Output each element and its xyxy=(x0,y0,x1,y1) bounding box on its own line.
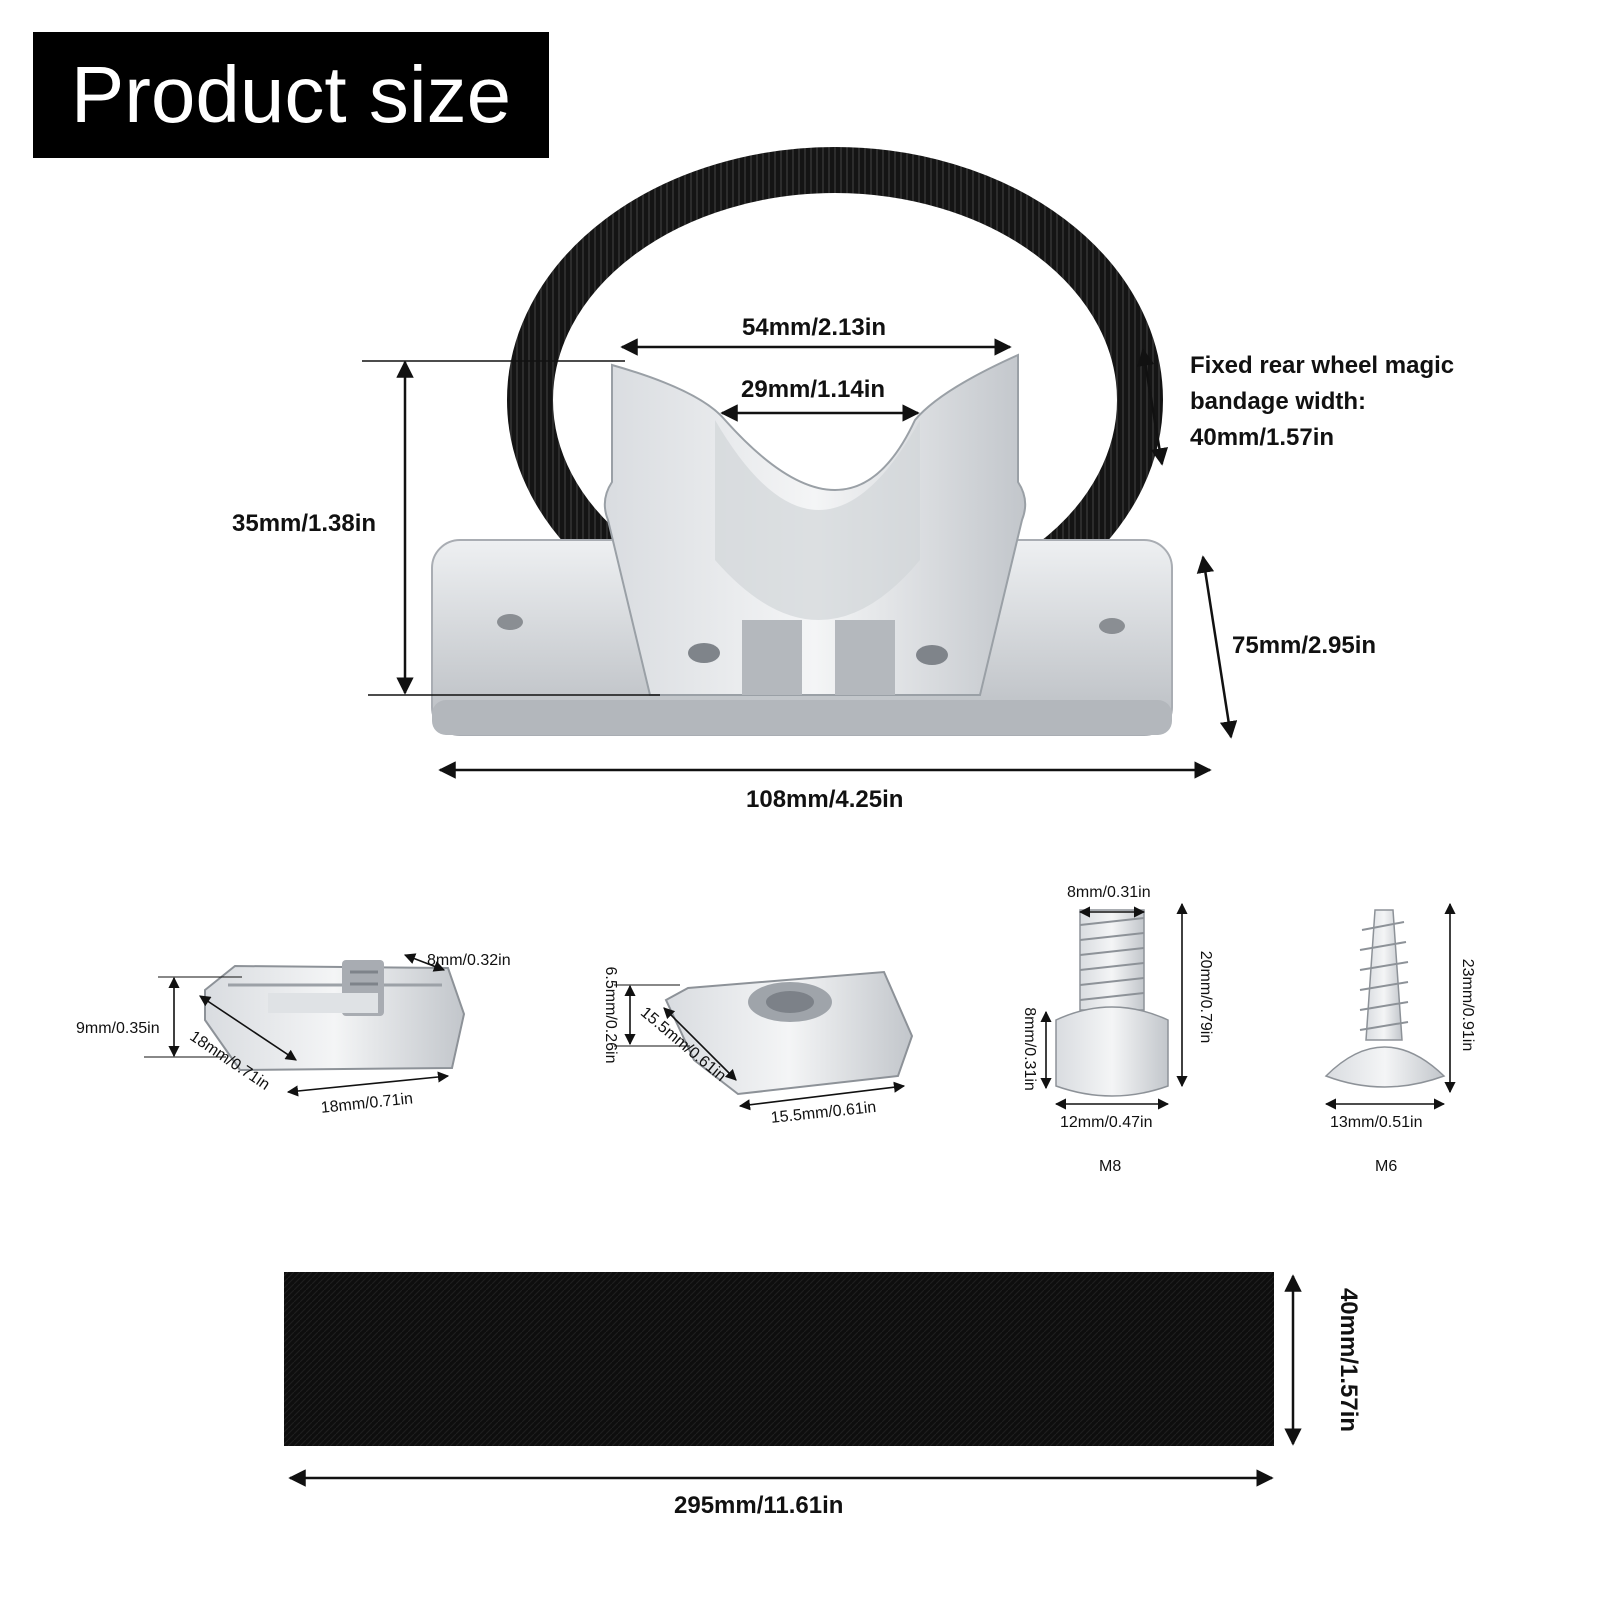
bolt-m8 xyxy=(1055,909,1169,1097)
dim-t-nut-a xyxy=(144,953,450,1097)
label-bolt-length: 20mm/0.79in xyxy=(1197,950,1214,1044)
label-strap-length: 295mm/11.61in xyxy=(674,1492,844,1519)
dimension-lines-main xyxy=(362,338,1238,779)
screw-head-left xyxy=(688,643,720,663)
bike-mount-bracket xyxy=(431,147,1173,736)
label-screw-length: 23mm/0.91in xyxy=(1459,958,1476,1052)
label-top-width: 54mm/2.13in xyxy=(742,314,887,341)
t-nut-b xyxy=(664,970,914,1096)
dim-strap-width-line xyxy=(1136,348,1169,466)
title-banner: Product size xyxy=(33,32,549,158)
screw-head-right xyxy=(916,645,948,665)
page-title: Product size xyxy=(70,50,512,139)
mount-hole-left xyxy=(497,614,523,630)
dim-t-nut-b xyxy=(614,984,906,1111)
dim-base-depth-line xyxy=(1196,555,1238,739)
screw-m6 xyxy=(1324,909,1446,1088)
label-bolt-head-dia: 12mm/0.47in xyxy=(1060,1114,1153,1131)
dim-bolt-m8 xyxy=(1040,902,1188,1110)
label-base-width: 108mm/4.25in xyxy=(746,786,904,813)
label-height: 35mm/1.38in xyxy=(232,510,377,537)
label-screw-name: M6 xyxy=(1375,1158,1398,1175)
label-bolt-head-height: 8mm/0.31in xyxy=(1021,1007,1038,1091)
label-bolt-name: M8 xyxy=(1099,1158,1122,1175)
label-screw-head-dia: 13mm/0.51in xyxy=(1330,1114,1423,1131)
label-base-depth: 75mm/2.95in xyxy=(1232,632,1377,659)
dim-strap xyxy=(288,1274,1302,1487)
label-inner-width: 29mm/1.14in xyxy=(741,376,886,403)
label-tnut-b-height: 6.5mm/0.26in xyxy=(602,966,619,1064)
mount-hole-right xyxy=(1099,618,1125,634)
label-tnut-a-slot: 8mm/0.32in xyxy=(427,952,511,969)
t-nut-a xyxy=(204,960,466,1072)
label-strap-height: 40mm/1.57in xyxy=(1335,1287,1362,1433)
label-tnut-a-height: 9mm/0.35in xyxy=(76,1020,160,1037)
label-strap-note: Fixed rear wheel magic bandage width: 40… xyxy=(1190,352,1455,451)
velcro-strap xyxy=(284,1272,1274,1446)
label-bolt-thread-dia: 8mm/0.31in xyxy=(1067,884,1151,901)
dim-screw-m6 xyxy=(1324,902,1456,1110)
